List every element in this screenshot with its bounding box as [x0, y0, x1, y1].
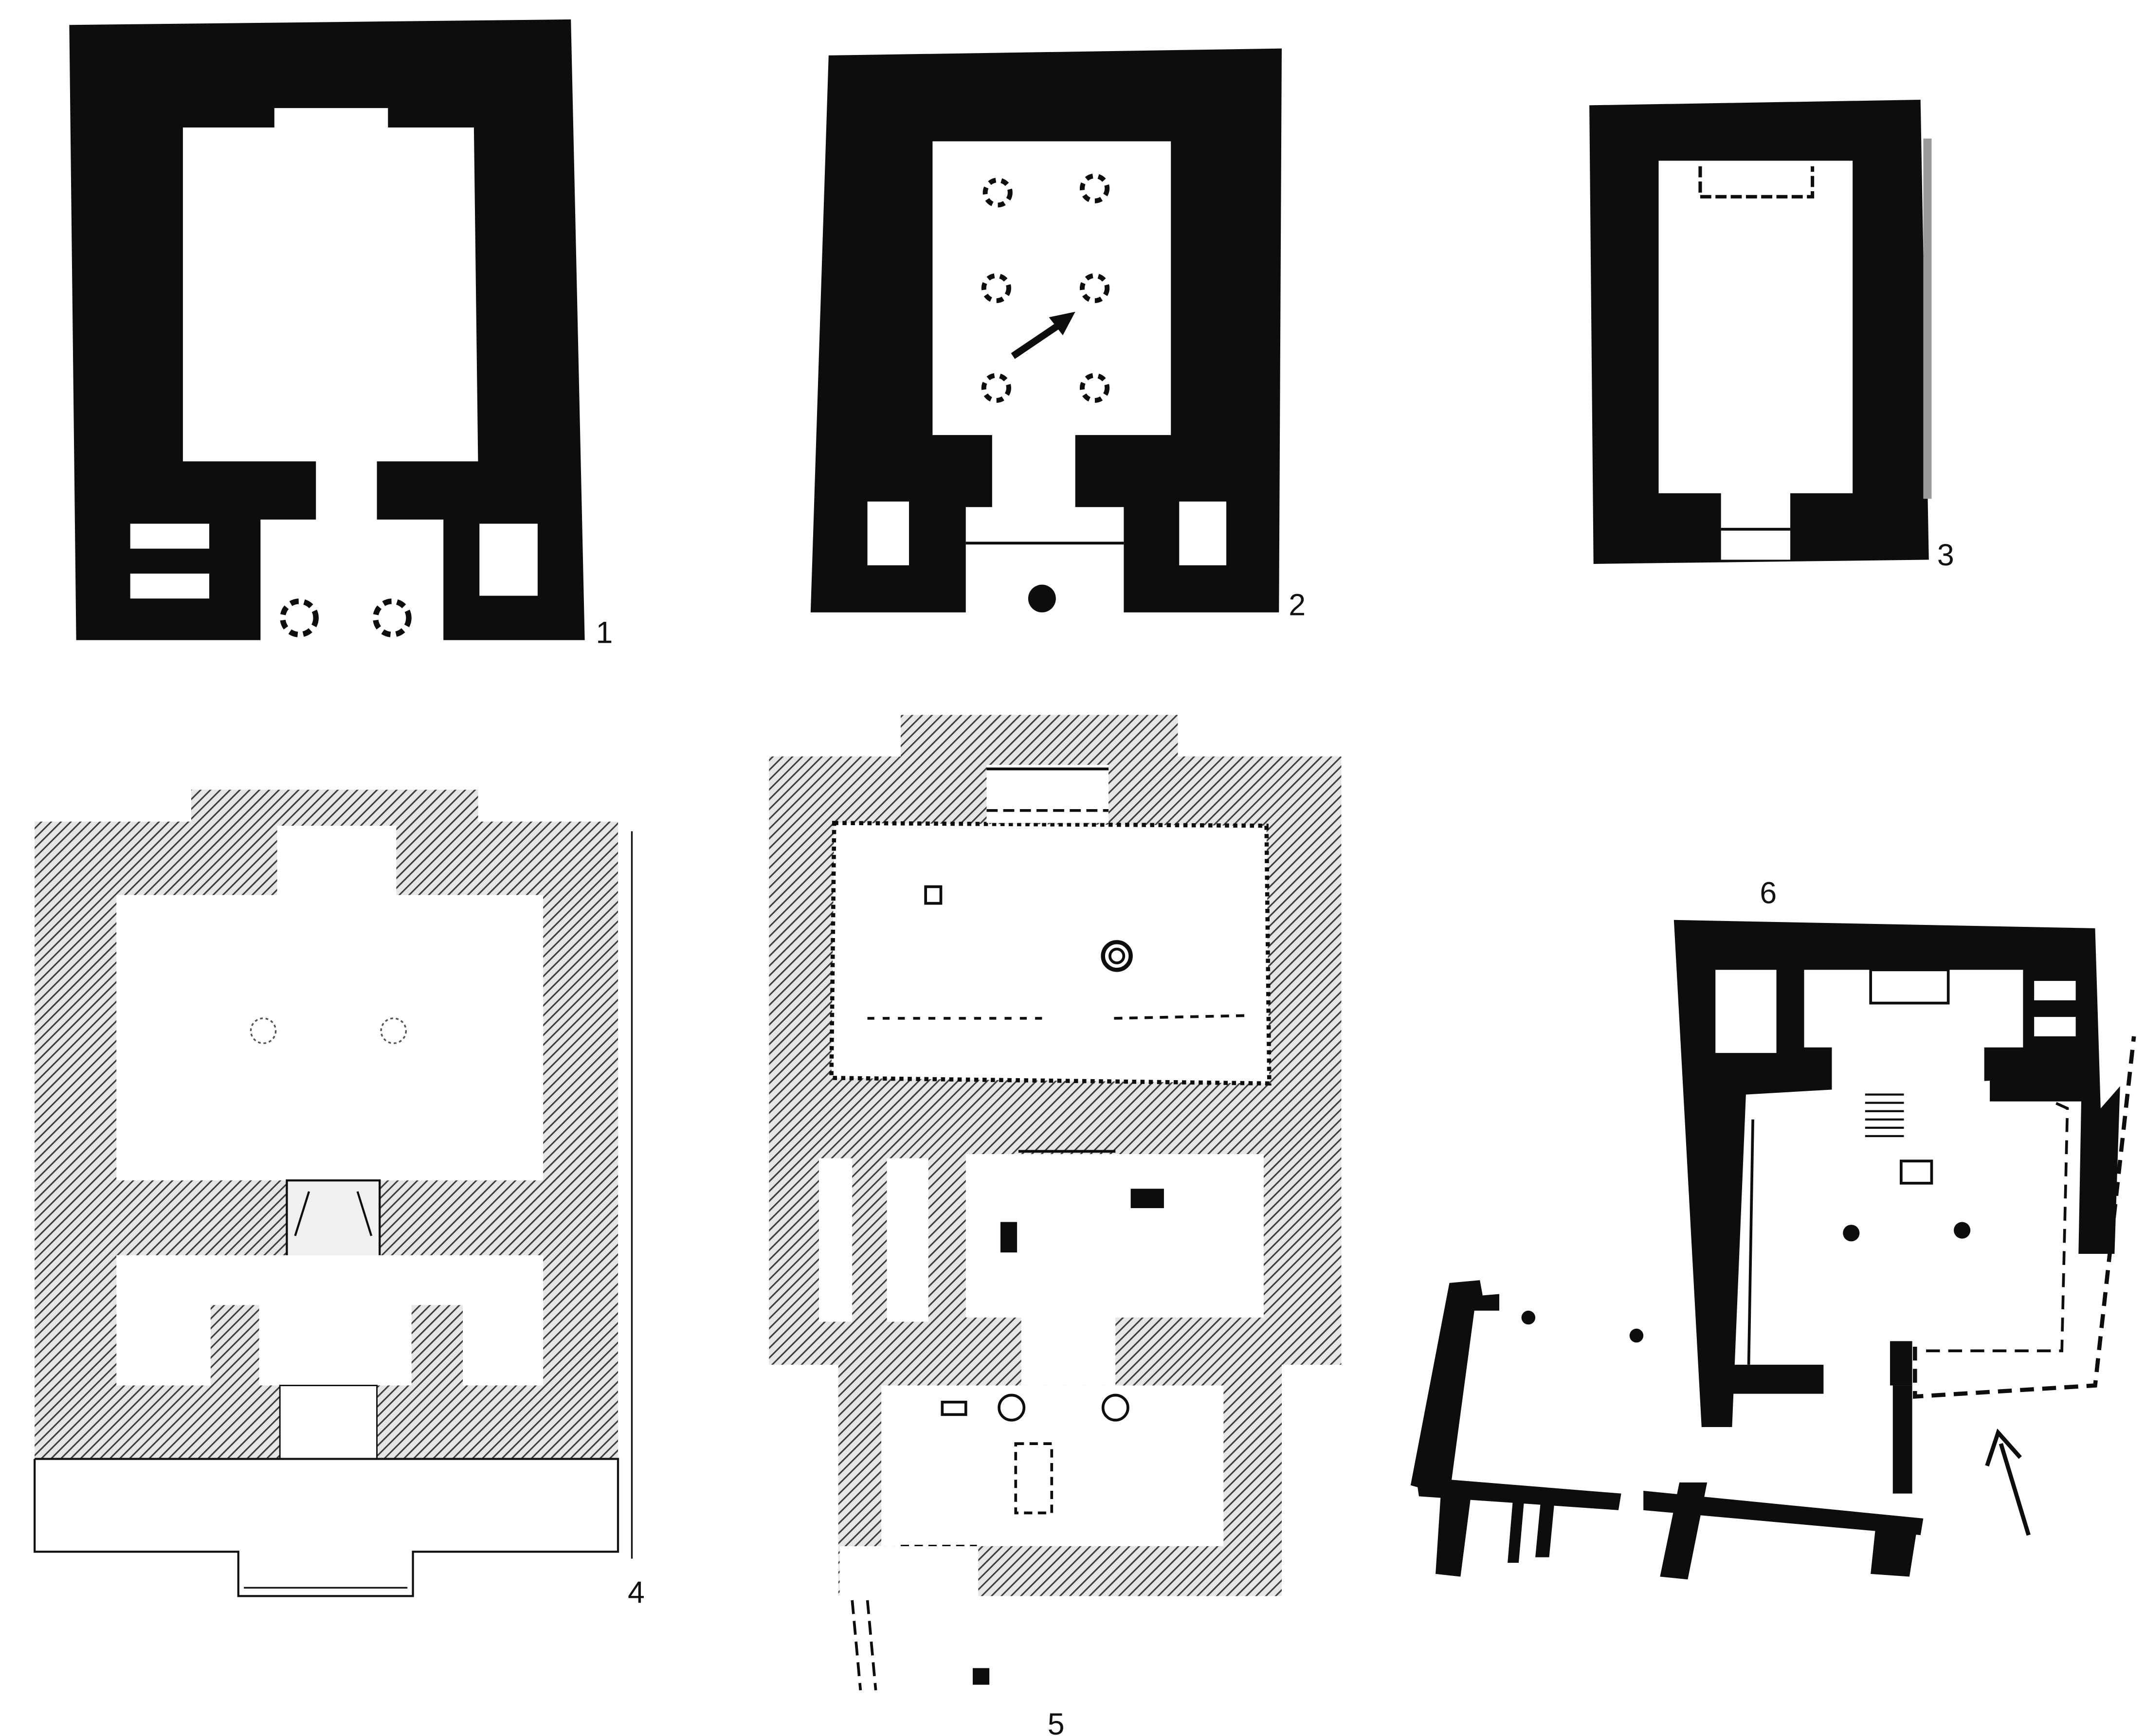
plan-1-number: 1 [596, 615, 613, 650]
plan-1: 1 [69, 19, 613, 650]
plan-4-number: 4 [628, 1576, 645, 1610]
plan-4: 4 [34, 790, 645, 1610]
plan-5-altar-ring [1101, 940, 1133, 972]
plan-2-porch-pillar [1028, 584, 1056, 613]
plan-5-number: 5 [1048, 1707, 1065, 1736]
plan-5-side-room-b [887, 1158, 928, 1322]
plan-6-offering-table [1899, 1159, 1933, 1185]
plan-2: 2 [810, 48, 1306, 622]
plan-5-column-right [1101, 1393, 1129, 1422]
plan-4-door-leaf [356, 1191, 373, 1236]
plan-3-edge-shade [1923, 138, 1932, 499]
plan-2-arrow-head [1049, 311, 1075, 336]
plan-2-cella [932, 141, 1171, 435]
plan-4-pronaos [116, 1255, 544, 1386]
plan-3-inner-platform [1698, 166, 1815, 199]
plan-5-pillar-block [1000, 1222, 1018, 1253]
plan-6-wall-stub [1890, 1341, 1912, 1386]
plan-2-column [1079, 273, 1110, 303]
plan-2-arrow-shaft [1011, 318, 1066, 359]
plan-3: 3 [1589, 100, 1954, 572]
plan-1-side-room-a [130, 524, 209, 549]
plan-5-base [924, 885, 943, 905]
plan-1-porch [260, 519, 444, 645]
plan-5-forecourt-open [839, 1546, 979, 1599]
plan-1-cella [182, 108, 478, 520]
plan-1-side-room-b [130, 573, 209, 599]
plan-5-stone-row [1114, 1014, 1247, 1020]
plan-5-column-left [998, 1393, 1026, 1422]
plan-6-north-room [1804, 970, 2023, 1092]
plan-6-dashed-outline [1926, 1093, 2069, 1353]
plan-6-stair [1865, 1093, 1904, 1138]
plan-2-column [1079, 173, 1110, 203]
plan-4-door-cella [286, 1179, 381, 1258]
plan-2-number: 2 [1289, 588, 1306, 622]
plan-5-path [851, 1600, 862, 1691]
plan-6-column-right [1954, 1222, 1971, 1239]
plan-6-arrow-shaft [1999, 1443, 2031, 1536]
plan-6-wall-stub [1892, 1385, 1912, 1494]
plan-6-dashed-outline [1913, 1036, 2136, 1399]
plan-4-forecourt-outline [34, 1458, 619, 1597]
plan-3-cella [1658, 161, 1853, 493]
plan-3-doorway [1721, 490, 1791, 560]
plan-5-path [866, 1600, 877, 1691]
plan-6-wall-stub [1712, 1364, 1824, 1427]
plan-6-side-room [1715, 970, 1777, 1053]
plan-4-entrance [279, 1385, 378, 1463]
plan-6-niche [1869, 968, 1950, 1005]
plan-4-column-right [380, 1017, 407, 1044]
plan-5-bench [941, 1400, 967, 1416]
plan-2-side-room-right [1179, 501, 1227, 565]
plan-2-side-room-left [867, 501, 909, 565]
plan-4-column-left [250, 1017, 277, 1044]
plan-6-side-room [2034, 981, 2076, 1000]
plan-4-adyton [277, 826, 397, 904]
plan-6-inner-wall [1747, 1119, 1754, 1365]
plan-4-cella [116, 895, 544, 1181]
plan-3-number: 3 [1937, 538, 1954, 572]
plan-1-column-right [372, 598, 412, 637]
plan-5-stone [972, 1668, 990, 1685]
plan-1-doorway [316, 460, 377, 529]
plan-4-door-leaf [294, 1191, 310, 1236]
plan-5-cella [829, 821, 1272, 1086]
plan-1-column-left [280, 598, 319, 637]
plan-2-columns [981, 173, 1110, 403]
plan-2-column [982, 178, 1013, 208]
plan-6-arrow-head [1985, 1429, 2022, 1467]
plan-1-side-room-c [479, 524, 538, 596]
plan-5-side-room-a [818, 1158, 853, 1322]
plan-5-basin [1014, 1442, 1054, 1515]
plan-5-doorway [1021, 1316, 1116, 1386]
plan-5: 5 [769, 715, 1342, 1736]
plan-6-outer-walls [1410, 1280, 1924, 1580]
plan-2-column [981, 273, 1011, 303]
plan-2-passage [992, 429, 1075, 513]
plan-2-column [981, 373, 1011, 403]
plan-5-altar-ring [1109, 947, 1126, 964]
plan-6-side-room [2034, 1017, 2076, 1036]
plan-6: 6 [1410, 876, 2136, 1580]
plan-6-number: 6 [1760, 876, 1777, 910]
plan-5-adyton [986, 764, 1109, 823]
plan-6-column-left [1843, 1225, 1860, 1242]
plan-2-column [1079, 373, 1110, 403]
plan-5-offering-table [1130, 1189, 1164, 1209]
